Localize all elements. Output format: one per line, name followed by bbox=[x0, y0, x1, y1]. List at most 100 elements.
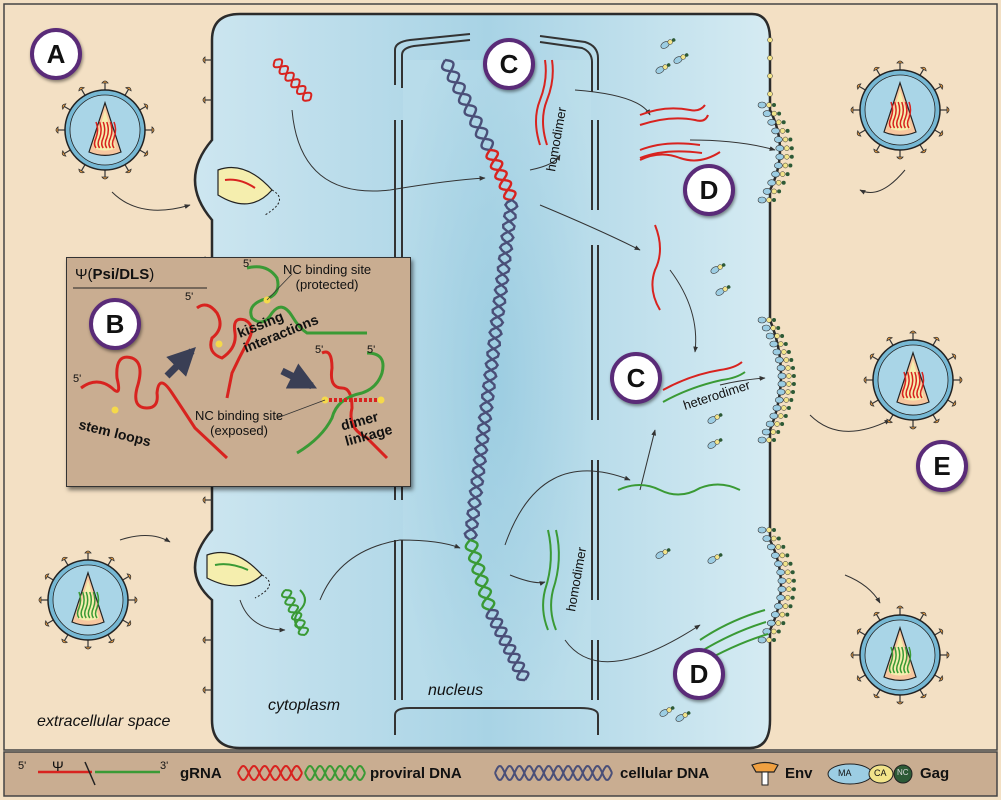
virion-released-red-env-270-head bbox=[896, 60, 904, 64]
budding-site-bottom-ca-8 bbox=[784, 594, 791, 601]
virion-released-green-env-90 bbox=[896, 695, 904, 705]
budding-site-middle-ma-3 bbox=[769, 340, 779, 348]
budding-site-bottom-nc-5 bbox=[790, 570, 795, 575]
cellular-dna-bottom-strand-b bbox=[489, 608, 526, 682]
nucleus-label: nucleus bbox=[428, 682, 484, 699]
gag-molecules bbox=[655, 38, 731, 722]
virion-released-red-env-330-head bbox=[938, 83, 944, 90]
budding-site-middle-ma-14 bbox=[761, 428, 771, 436]
budding-site-top-nc-10 bbox=[777, 189, 782, 194]
budding-site-bottom-ma-10 bbox=[770, 611, 780, 618]
transition-arrow-2 bbox=[280, 363, 318, 390]
psi-symbol: Ψ bbox=[75, 266, 88, 283]
budding-site-middle-nc-12 bbox=[783, 414, 788, 418]
extracellular-space-label: extracellular space bbox=[37, 713, 171, 730]
virion-released-mixed-env-30 bbox=[947, 399, 957, 407]
gag-nc bbox=[666, 548, 671, 552]
nucleus-interior bbox=[403, 60, 591, 700]
virion-released-red-env-210-head bbox=[856, 83, 862, 90]
cell-env-7-head bbox=[202, 636, 206, 644]
proviral-dna-red-strand-b bbox=[489, 148, 517, 201]
virion-released-green-env-330 bbox=[934, 628, 944, 636]
virion-released-mixed-env-120-stalk bbox=[888, 414, 894, 422]
budding-site-middle-ca-0 bbox=[766, 317, 772, 323]
budding-site-bottom-ma-0 bbox=[757, 526, 767, 534]
virion-released-mixed-env-60-head bbox=[933, 418, 940, 424]
budding-site-middle-ma-6 bbox=[776, 364, 786, 372]
flow-arrows bbox=[111, 89, 906, 663]
budding-site-bottom-ca-10 bbox=[779, 611, 786, 618]
virion-entry-top-env-210-head bbox=[61, 103, 67, 110]
budding-site-bottom-nc-7 bbox=[791, 587, 796, 592]
cell-env-1-head bbox=[202, 96, 206, 104]
transition-arrow-1 bbox=[164, 347, 196, 379]
budding-site-bottom-ma-7 bbox=[777, 585, 787, 593]
budding-site-top-ca-4 bbox=[782, 136, 789, 143]
inset-title: Ψ(Psi/DLS) bbox=[75, 266, 154, 283]
virion-entry-top-env-150-stalk bbox=[63, 149, 71, 155]
budding-site-top bbox=[757, 101, 794, 204]
virion-released-mixed-env-240-stalk bbox=[888, 338, 894, 346]
virion-entry-bottom-env-240-head bbox=[61, 556, 68, 562]
virion-entry-top-env-180-head bbox=[55, 126, 59, 134]
virion-entry-bottom-env-30-head bbox=[126, 620, 132, 627]
virion-released-mixed-env-330-stalk bbox=[947, 355, 955, 361]
virion-released-mixed-env-240 bbox=[886, 336, 894, 346]
gag-nc bbox=[718, 438, 723, 442]
figure-frame bbox=[3, 3, 998, 751]
virion-entry-top-env-210-stalk bbox=[63, 105, 71, 111]
legend-proviral-dna-symbol bbox=[237, 764, 366, 782]
budding-site-bottom-ca-0 bbox=[766, 527, 772, 533]
virion-released-mixed-env-300-head bbox=[933, 336, 940, 342]
virion-released-green-env-150 bbox=[856, 674, 866, 682]
virion-entry-top-env-30-head bbox=[143, 150, 149, 157]
virion-released-red-env-60-head bbox=[920, 148, 927, 154]
virion-entry-top-genome bbox=[93, 121, 117, 149]
virion-released-red-env-120-head bbox=[873, 148, 880, 154]
cell-env-7 bbox=[202, 636, 212, 644]
virion-entry-top-env-90 bbox=[101, 170, 109, 180]
legend-grna-symbol bbox=[38, 761, 160, 786]
virion-released-red-env-0 bbox=[940, 106, 950, 114]
virion-released-mixed-env-150-head bbox=[869, 400, 875, 407]
budding-site-middle-ma-8 bbox=[777, 380, 787, 388]
gag-nc bbox=[718, 413, 723, 417]
virion-released-green-genome bbox=[888, 646, 912, 674]
virion-entry-bottom-env-30-stalk bbox=[122, 619, 130, 625]
virion-entry-bottom-env-180 bbox=[38, 596, 48, 604]
gag-molecule-1 bbox=[655, 63, 671, 74]
budding-site-top-ma-7 bbox=[774, 162, 783, 169]
budding-site-bottom-nc-12 bbox=[776, 629, 781, 634]
virion-entry-top-env-30-stalk bbox=[139, 149, 147, 155]
panel-e-marker: E bbox=[916, 440, 968, 492]
gag-nc bbox=[718, 553, 723, 557]
budding-site-bottom-ca-3 bbox=[779, 552, 786, 559]
budding-site-bottom-ma-1 bbox=[762, 535, 772, 542]
cellular-dna-middle-strand-b bbox=[463, 199, 519, 541]
budding-site-middle-ma-4 bbox=[772, 348, 782, 356]
budding-site-top-ca-9 bbox=[775, 179, 782, 186]
virion-released-red-env-270 bbox=[896, 60, 904, 70]
virion-released-mixed-env-330-head bbox=[951, 353, 957, 360]
budding-site-bottom-nc-0 bbox=[772, 528, 776, 532]
budding-site-middle-ma-10 bbox=[774, 396, 784, 404]
nc-site-dot-1 bbox=[215, 340, 223, 348]
budding-site-top-ma-2 bbox=[767, 119, 777, 126]
virion-released-green-env-240-stalk bbox=[875, 613, 881, 621]
budding-site-bottom-ca-6 bbox=[786, 578, 792, 584]
gag-molecule-4 bbox=[715, 285, 731, 296]
virion-entry-bottom-env-300-head bbox=[108, 556, 115, 562]
cell-env-6 bbox=[202, 496, 212, 504]
virion-released-red-env-180-head bbox=[850, 106, 854, 114]
virion-entry-bottom-env-300-stalk bbox=[107, 558, 113, 566]
virion-entry-bottom-env-330-stalk bbox=[122, 575, 130, 581]
budding-site-bottom-ca-5 bbox=[784, 569, 791, 576]
budding-site-top-ca-11 bbox=[766, 197, 772, 203]
budding-site-bottom-ma-9 bbox=[774, 602, 783, 610]
virion-released-red-env-180 bbox=[850, 106, 860, 114]
virion-released-mixed-env-150 bbox=[869, 399, 879, 407]
virion-released-green-env-120-stalk bbox=[875, 689, 881, 697]
virion-released-mixed-env-120 bbox=[886, 414, 894, 424]
virion-released-green-env-60-head bbox=[920, 693, 927, 699]
virion-released-green-env-60 bbox=[919, 689, 927, 699]
